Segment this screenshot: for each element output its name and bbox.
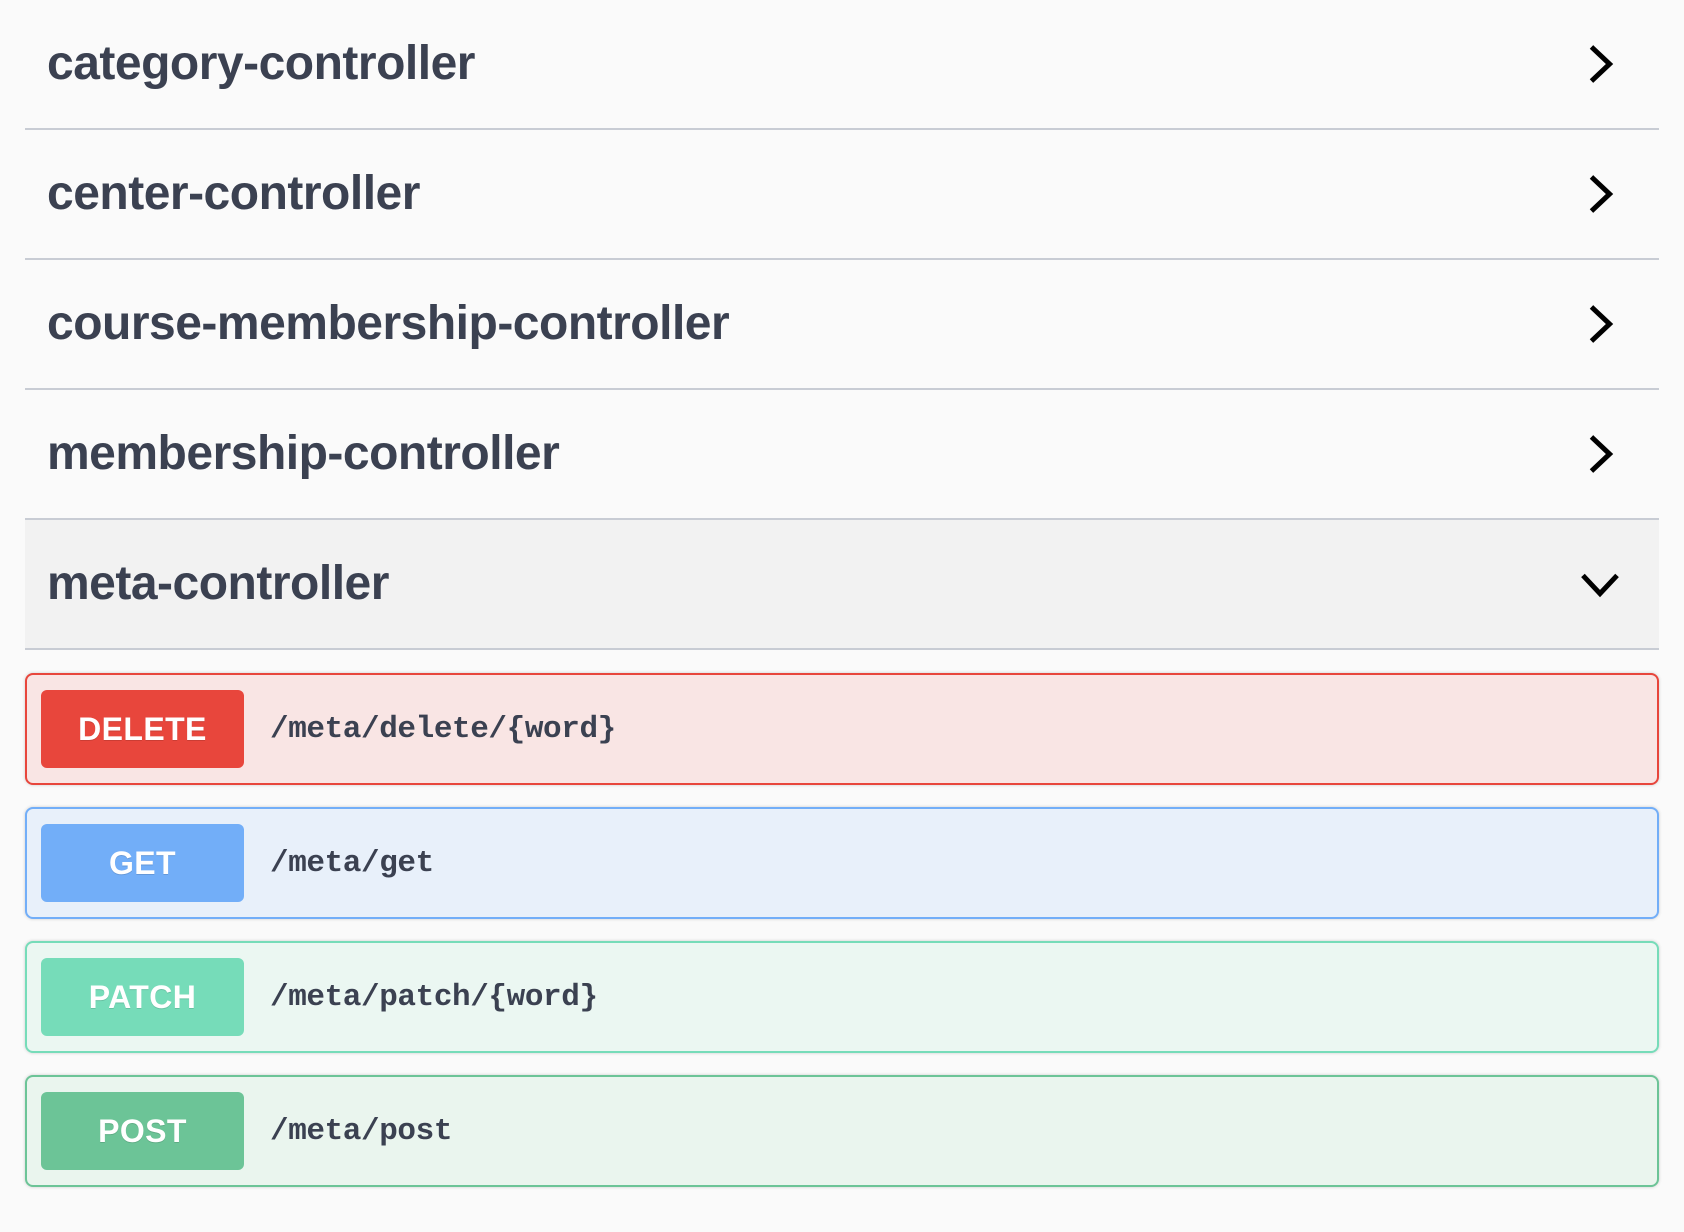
tag-title: meta-controller [47,557,389,610]
operation-path: /meta/patch/{word} [270,979,598,1015]
tag-header-center-controller[interactable]: center-controller [25,130,1659,260]
tag-section-membership-controller: membership-controller [0,390,1684,520]
tag-section-category-controller: category-controller [0,0,1684,130]
operation-path: /meta/post [270,1113,453,1149]
chevron-right-icon[interactable] [1577,431,1623,477]
chevron-right-icon[interactable] [1577,41,1623,87]
tag-header-meta-controller[interactable]: meta-controller [25,520,1659,650]
tag-section-course-membership-controller: course-membership-controller [0,260,1684,390]
chevron-right-icon[interactable] [1577,171,1623,217]
chevron-right-icon[interactable] [1577,301,1623,347]
operation-row-delete[interactable]: DELETE/meta/delete/{word} [25,673,1659,785]
tag-section-center-controller: center-controller [0,130,1684,260]
chevron-down-icon[interactable] [1577,561,1623,607]
tag-title: center-controller [47,167,420,220]
operation-row-patch[interactable]: PATCH/meta/patch/{word} [25,941,1659,1053]
method-badge-delete: DELETE [41,690,244,768]
operation-path: /meta/delete/{word} [270,711,616,747]
method-badge-post: POST [41,1092,244,1170]
tag-title: course-membership-controller [47,297,730,350]
operation-row-get[interactable]: GET/meta/get [25,807,1659,919]
tag-header-category-controller[interactable]: category-controller [25,0,1659,130]
method-badge-patch: PATCH [41,958,244,1036]
tag-title: category-controller [47,37,475,90]
method-badge-get: GET [41,824,244,902]
tag-header-course-membership-controller[interactable]: course-membership-controller [25,260,1659,390]
operation-path: /meta/get [270,845,434,881]
tag-title: membership-controller [47,427,560,480]
operation-row-post[interactable]: POST/meta/post [25,1075,1659,1187]
tag-header-membership-controller[interactable]: membership-controller [25,390,1659,520]
